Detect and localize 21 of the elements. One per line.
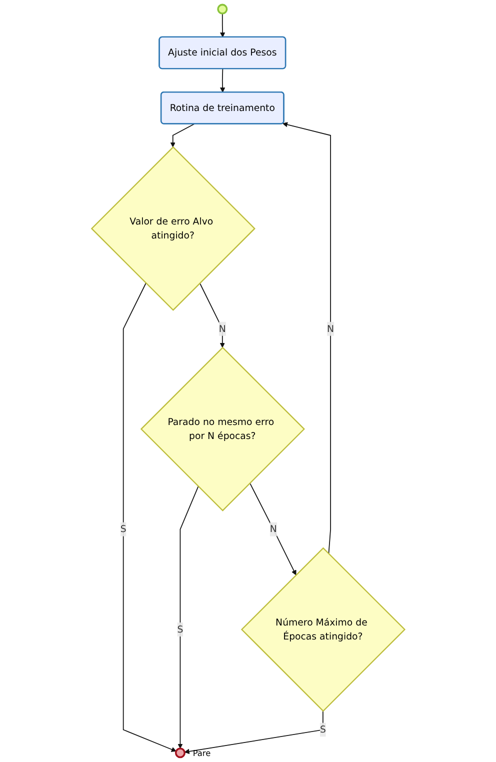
edge-label: S [320, 724, 326, 736]
arrow [122, 282, 176, 752]
edge-label: N [218, 322, 226, 334]
edge-label: N [270, 523, 277, 535]
node-diamond: Valor de erro Alvo atingido? [90, 146, 256, 311]
node-circle [216, 4, 228, 14]
arrow [282, 122, 331, 554]
arrow [184, 710, 324, 754]
node-diamond: Parado no mesmo erro por N épocas? [140, 346, 305, 512]
arrow [220, 13, 225, 38]
edge-label: S [120, 523, 126, 535]
node-diamond: Número Máximo de Épocas atingido? [240, 547, 406, 712]
arrow [177, 486, 198, 749]
edge-label: N [326, 322, 334, 334]
arrow [199, 282, 225, 348]
node-circle [174, 748, 186, 758]
edge-label: S [177, 624, 183, 635]
arrow [220, 68, 225, 93]
node-label: Pare [192, 748, 210, 758]
arrow [249, 482, 296, 576]
arrow [170, 124, 194, 148]
